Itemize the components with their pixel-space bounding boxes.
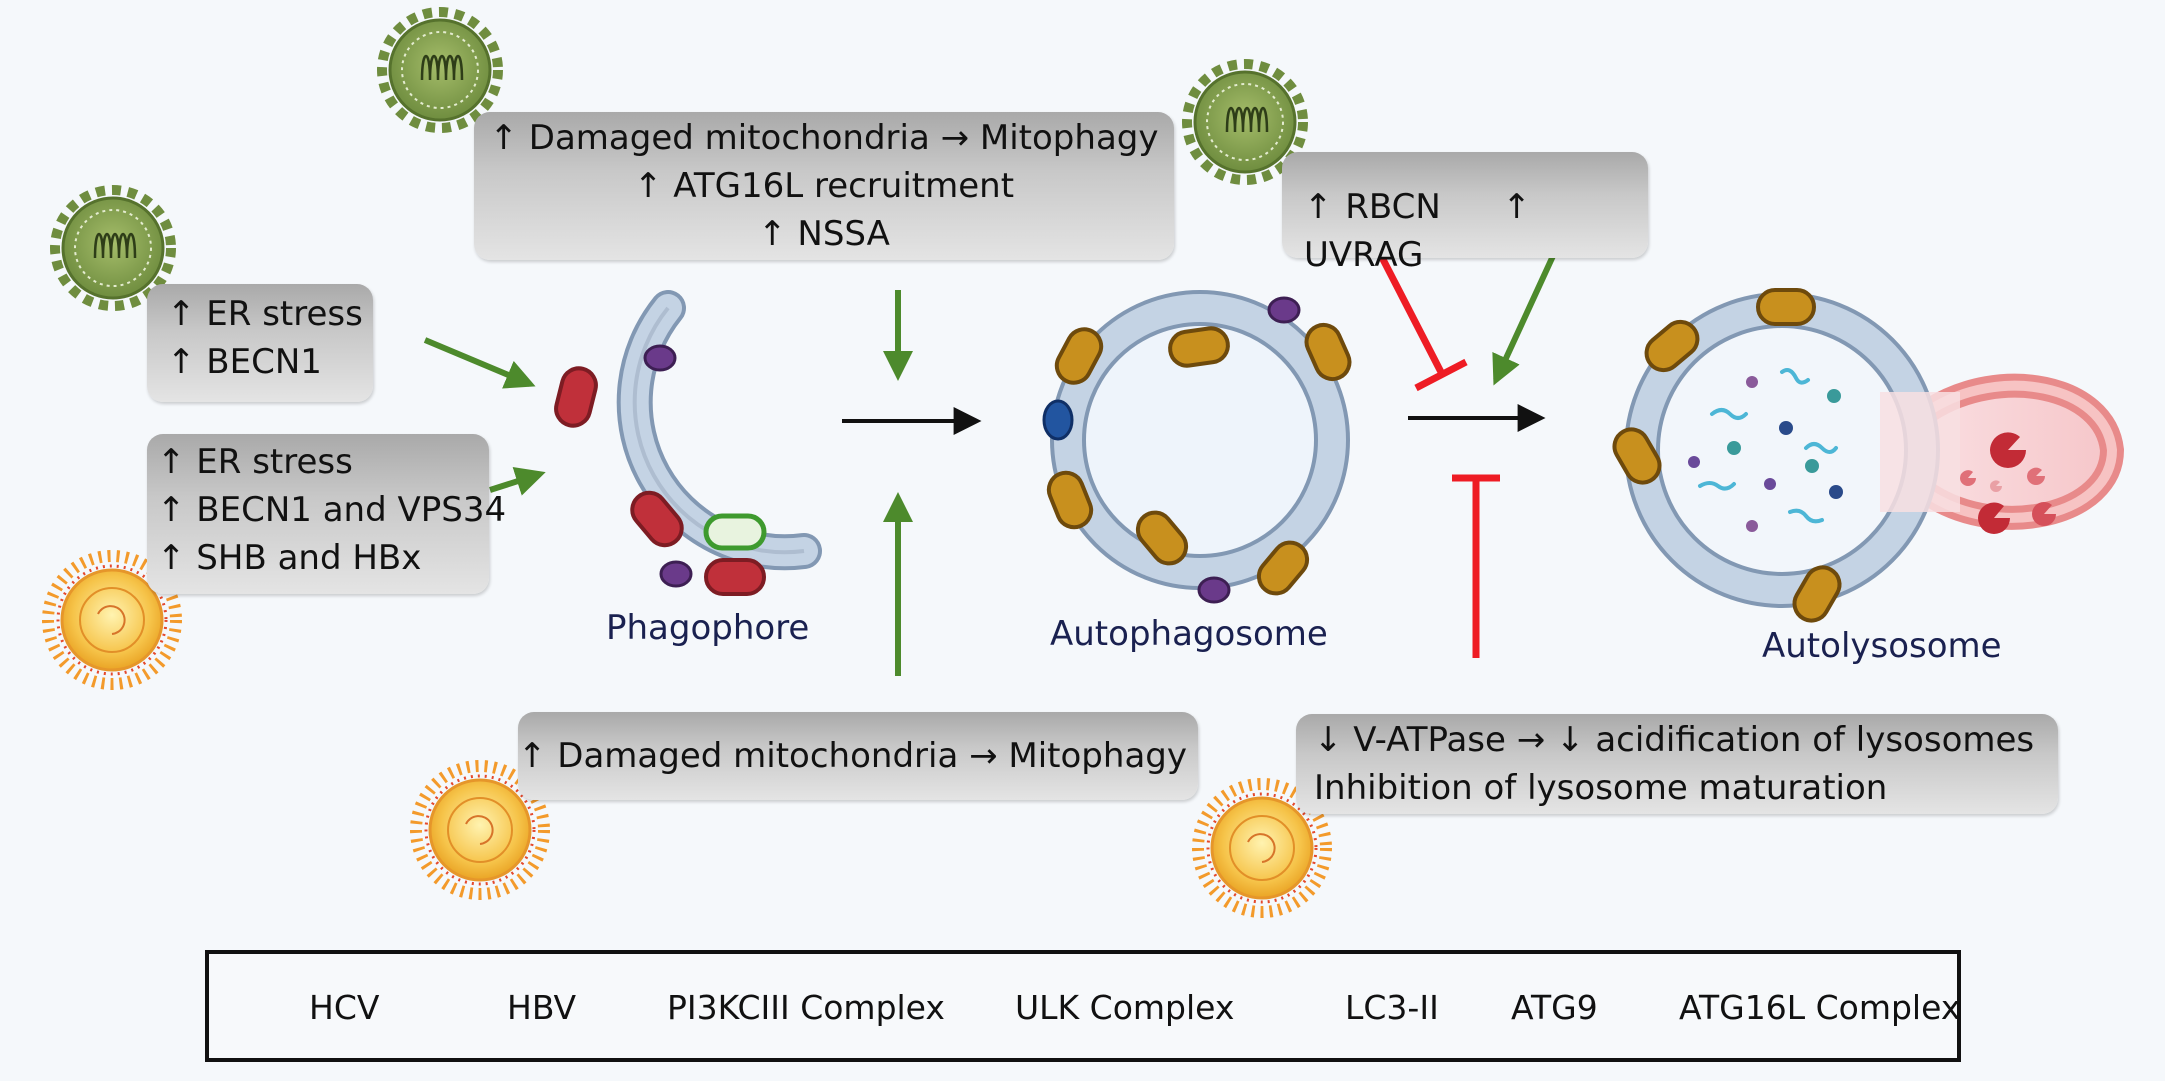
box-line: ↑ SHB and HBx: [157, 538, 422, 578]
box-line: ↑ ER stress: [157, 442, 353, 482]
atg9: [643, 344, 677, 372]
box-line: ↑ RBCN: [1304, 187, 1441, 227]
lc3-ii: [1054, 327, 1104, 385]
box-line: ↑ Damaged mitochondria → Mitophagy: [489, 118, 1159, 158]
atg9: [1197, 576, 1231, 604]
atg9: [659, 560, 693, 588]
lc3-ii: [1168, 326, 1230, 368]
phagophore: [554, 290, 822, 596]
autolysosome-label: Autolysosome: [1762, 626, 2002, 666]
legend-ulk: ULK Complex: [1015, 988, 1235, 1027]
hcv-rbcn-uvrag-box: ↑ RBCN ↑ UVRAG: [1282, 152, 1648, 275]
legend: HCV HBV PI3KCIII Complex ULK Complex LC3…: [205, 950, 1961, 1062]
hcv-virus-icon: [382, 12, 498, 128]
legend-hcv: HCV: [309, 988, 380, 1027]
hbv-mitophagy-box: ↑ Damaged mitochondria → Mitophagy: [518, 712, 1198, 800]
legend-lc3: LC3-II: [1345, 988, 1439, 1027]
inhibition-markers: [1368, 236, 1500, 658]
box-line: ↑ BECN1 and VPS34: [157, 490, 507, 530]
lc3-ii: [1135, 510, 1189, 566]
lc3-ii: [1644, 319, 1700, 373]
legend-pi3kc3: PI3KCIII Complex: [667, 988, 945, 1027]
activation-arrows: [423, 230, 1567, 676]
box-line: ↓ V-ATPase → ↓ acidification of lysosome…: [1314, 720, 2035, 760]
lc3-ii: [1612, 427, 1662, 485]
box-line: ↑ ATG16L recruitment: [633, 166, 1015, 206]
atg16l-complex: [1042, 399, 1074, 441]
lc3-ii: [1046, 470, 1094, 530]
pi3kc3-complex: [704, 558, 766, 596]
autophagosome: [1042, 290, 1352, 604]
box-line: Inhibition of lysosome maturation: [1314, 768, 1888, 808]
box-line: ↑ UVRAG: [1304, 187, 1531, 275]
hcv-er-stress-box: ↑ ER stress ↑ BECN1: [147, 284, 373, 402]
phagophore-label: Phagophore: [606, 608, 810, 648]
lc3-ii: [1304, 322, 1352, 382]
box-line: ↑ ER stress: [167, 294, 363, 334]
legend-atg9: ATG9: [1511, 988, 1598, 1027]
activation-arrow: [423, 337, 536, 389]
box-line: ↑ Damaged mitochondria → Mitophagy: [518, 736, 1187, 776]
ulk-complex: [703, 513, 767, 551]
autophagosome-label: Autophagosome: [1050, 614, 1328, 654]
hbv-er-stress-box: ↑ ER stress ↑ BECN1 and VPS34 ↑ SHB and …: [147, 434, 507, 594]
box-line: ↑ BECN1: [167, 342, 322, 382]
legend-atg16l: ATG16L Complex: [1679, 988, 1961, 1027]
lc3-ii: [1756, 288, 1816, 326]
hcv-mitophagy-box: ↑ Damaged mitochondria → Mitophagy ↑ ATG…: [474, 112, 1174, 260]
pi3kc3-complex: [630, 490, 684, 548]
autolysosome: [1612, 288, 2125, 623]
legend-hbv: HBV: [507, 988, 577, 1027]
atg9: [1267, 296, 1301, 324]
box-line: ↑ NSSA: [758, 214, 890, 254]
lc3-ii: [1792, 565, 1842, 623]
lc3-ii: [1256, 540, 1310, 596]
pi3kc3-complex: [554, 366, 598, 428]
hbv-vatpase-box: ↓ V-ATPase → ↓ acidification of lysosome…: [1296, 714, 2058, 814]
activation-arrow: [489, 467, 546, 496]
